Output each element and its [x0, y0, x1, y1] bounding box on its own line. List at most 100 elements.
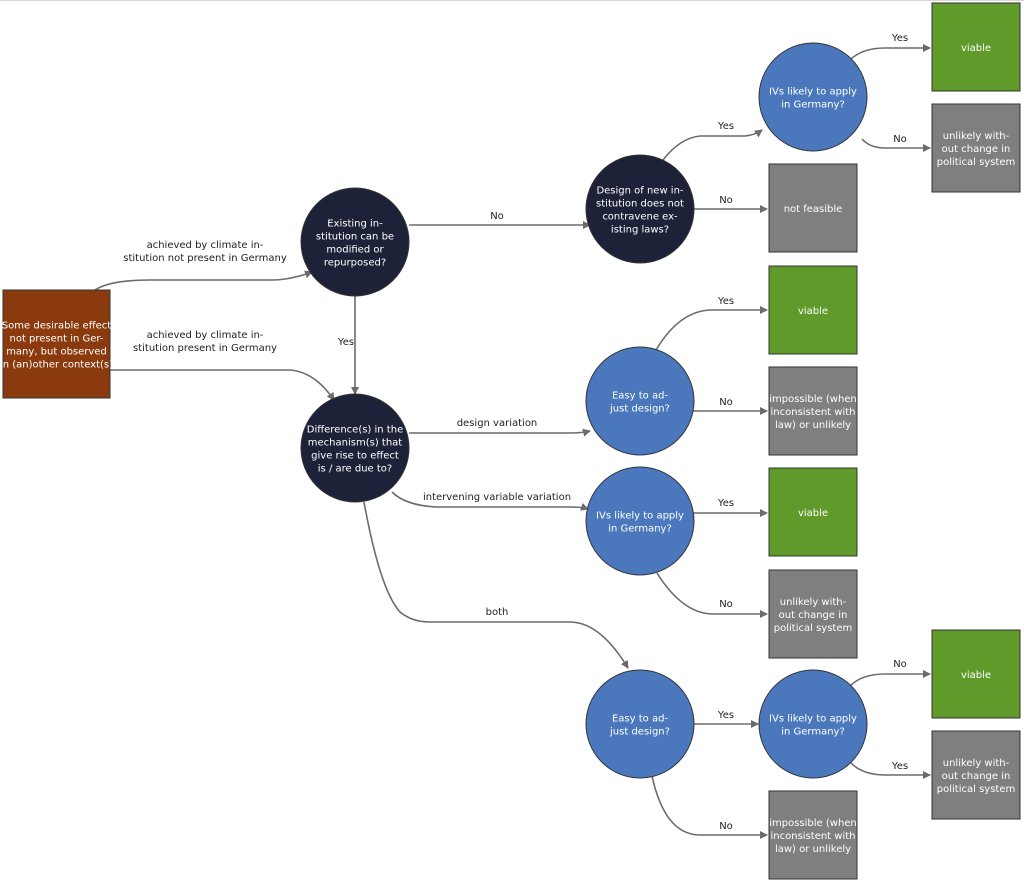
node-q_modify-text-2: modified or	[326, 245, 384, 256]
node-o_viable_3-text-0: viable	[798, 508, 828, 519]
node-o_impossible_2: impossible (when inconsistent with law) or…	[768, 790, 858, 880]
node-o_impossible_1-text-0: impossible (when	[769, 394, 857, 405]
node-o_impossible_2-shape	[768, 790, 858, 880]
edge-label-q_easy_2-to-q_iv_bot-0: Yes	[717, 710, 734, 721]
edge-q_easy_2-to-o_impossible_2	[849, 670, 931, 687]
node-q_newinst-text-0: Design of new in-	[596, 186, 683, 197]
edge-label-q_iv_bot-to-o_unlikely_3-0: No	[719, 821, 733, 832]
node-o_unlikely_1-text-0: unlikely with-	[943, 131, 1010, 142]
edge-label-q_easy_1-to-o_impossible_1-0: No	[719, 397, 733, 408]
node-o_impossible_2-text-0: impossible (when	[769, 818, 857, 829]
node-q_easy_1: Easy to ad-just design?	[585, 346, 695, 456]
edge-q_diff-to-q_easy_1	[409, 428, 591, 437]
edge-label-q_diff-to-q_iv_mid-0: intervening variable variation	[423, 492, 571, 503]
node-q_newinst: Design of new in-stitution does notcontr…	[585, 154, 695, 264]
node-q_easy_2-shape	[585, 669, 695, 779]
node-o_unlikely_1-text-2: political system	[937, 157, 1015, 168]
node-o_notfeas: not feasible	[768, 163, 858, 253]
node-q_iv_top-text-1: in Germany?	[781, 100, 845, 111]
edge-label-q_easy_1-to-o_viable_2-0: Yes	[717, 296, 734, 307]
edge-label-q_iv_mid-to-o_unlikely_2-0: No	[719, 599, 733, 610]
node-o_viable_1-shape	[931, 2, 1021, 92]
node-o_unlikely_3-text-2: political system	[937, 784, 1015, 795]
node-o_viable_1-text-0: viable	[961, 43, 991, 54]
node-q_diff-text-0: Difference(s) in the	[307, 425, 403, 436]
node-o_impossible_2-text-1: inconsistent with	[771, 831, 856, 842]
node-start-shape	[2, 289, 111, 399]
node-o_viable_4: viable	[931, 629, 1021, 719]
node-q_modify-text-0: Existing in-	[327, 219, 383, 230]
edge-start-to-q_modify	[94, 270, 313, 291]
edge-label-q_easy_2-to-o_impossible_2-0: No	[893, 659, 907, 670]
node-o_unlikely_1: unlikely with-out change in political sys…	[931, 103, 1021, 193]
node-start-text-1: not present in Ger-	[9, 334, 103, 345]
node-start-text-0: Some desirable effect	[2, 321, 111, 332]
edges-layer	[94, 44, 931, 839]
node-q_easy_1-text-0: Easy to ad-	[612, 391, 668, 402]
edge-q_iv_bot-to-o_viable_4	[849, 761, 931, 779]
edge-label-q_newinst-to-q_iv_top-0: Yes	[717, 121, 734, 132]
node-q_iv_mid-shape	[585, 466, 695, 576]
edge-q_iv_mid-to-o_unlikely_2	[656, 572, 768, 618]
node-q_newinst-text-3: isting laws?	[611, 225, 669, 236]
node-q_easy_1-text-1: just design?	[609, 404, 670, 415]
node-q_iv_top-shape	[758, 42, 868, 152]
edge-labels-layer: achieved by climate in-stitution not pre…	[123, 33, 908, 832]
edge-q_diff-to-q_iv_mid	[391, 491, 589, 511]
node-o_unlikely_2-text-1: out change in	[779, 610, 848, 621]
node-start: Some desirable effect not present in Ger-…	[0, 289, 113, 399]
edge-q_iv_bot-to-o_unlikely_3	[651, 775, 768, 839]
node-q_modify-shape	[300, 187, 410, 297]
edge-label-start-to-q_diff-0: achieved by climate in-	[147, 330, 264, 341]
node-q_modify-text-3: repurposed?	[324, 258, 386, 269]
edge-start-to-q_diff	[110, 369, 335, 401]
edge-q_iv_top-to-o_viable_1	[849, 44, 931, 61]
node-o_viable_3-shape	[768, 467, 858, 557]
node-start-text-2: many, but observed	[6, 347, 107, 358]
edge-label-start-to-q_modify-0: achieved by climate in-	[147, 240, 264, 251]
node-o_unlikely_1-shape	[931, 103, 1021, 193]
node-q_diff: Difference(s) in the mechanism(s) that giv…	[300, 393, 410, 503]
node-o_impossible_1-shape	[768, 366, 858, 456]
edge-q_iv_top-to-o_unlikely_1	[861, 138, 931, 152]
node-o_impossible_2-text-2: law) or unlikely	[775, 844, 851, 855]
node-o_notfeas-shape	[768, 163, 858, 253]
node-q_newinst-shape	[585, 154, 695, 264]
node-o_impossible_1-text-1: inconsistent with	[771, 407, 856, 418]
node-o_viable_1: viable	[931, 2, 1021, 92]
edge-label-q_diff-to-q_easy_1-0: design variation	[457, 418, 538, 429]
node-o_viable_3: viable	[768, 467, 858, 557]
node-q_easy_2-text-0: Easy to ad-	[612, 714, 668, 725]
edge-label-q_newinst-to-o_notfeas-0: No	[719, 195, 733, 206]
edge-label-start-to-q_modify-1: stitution not present in Germany	[123, 253, 287, 264]
node-q_iv_mid-text-0: IVs likely to apply	[596, 511, 684, 522]
node-q_newinst-text-2: contravene ex-	[602, 212, 678, 223]
node-o_viable_2: viable	[768, 265, 858, 355]
node-q_iv_bot-text-1: in Germany?	[781, 727, 845, 738]
edge-label-q_modify-to-q_diff-0: Yes	[337, 337, 354, 348]
edge-label-q_iv_mid-to-o_viable_3-0: Yes	[717, 498, 734, 509]
node-q_modify-text-1: stitution can be	[316, 232, 394, 243]
edge-label-q_diff-to-q_easy_2-0: both	[486, 607, 509, 618]
node-q_modify: Existing in-stitution can be modified or r…	[300, 187, 410, 297]
node-o_unlikely_3-text-1: out change in	[942, 771, 1011, 782]
node-q_diff-shape	[300, 393, 410, 503]
edge-q_easy_1-to-o_viable_2	[655, 306, 768, 351]
node-q_diff-text-1: mechanism(s) that	[308, 438, 403, 449]
node-q_iv_bot-text-0: IVs likely to apply	[769, 714, 857, 725]
node-q_easy_2-text-1: just design?	[609, 727, 670, 738]
node-o_unlikely_2-shape	[768, 569, 858, 659]
edge-label-q_iv_bot-to-o_viable_4-0: Yes	[891, 761, 908, 772]
edge-label-q_modify-to-q_newinst-0: No	[490, 211, 504, 222]
edge-label-q_iv_top-to-o_viable_1-0: Yes	[891, 33, 908, 44]
node-o_viable_4-shape	[931, 629, 1021, 719]
node-q_diff-text-2: give rise to effect	[311, 451, 399, 462]
node-o_unlikely_1-text-1: out change in	[942, 144, 1011, 155]
edge-label-start-to-q_diff-1: stitution present in Germany	[133, 343, 277, 354]
node-o_unlikely_2-text-2: political system	[774, 623, 852, 634]
